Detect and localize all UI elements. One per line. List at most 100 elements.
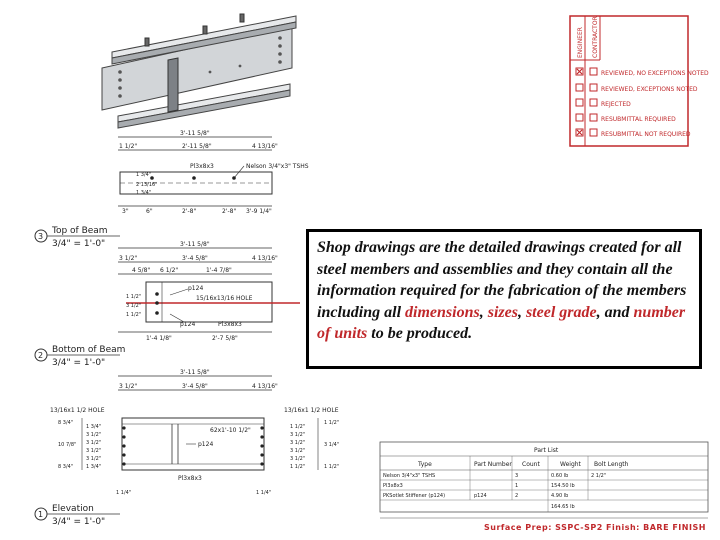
dimension-label: 4 13/16" (252, 255, 278, 262)
dimension-label: 1 1/2" (324, 420, 339, 426)
dimension-label: 1 1/2" (290, 464, 305, 470)
table-cell: 2 1/2" (591, 473, 606, 479)
dimension-label: 3 1/2" (86, 432, 101, 438)
hole-note: 13/16x1 1/2 HOLE (284, 407, 339, 414)
isometric-beam-view (101, 13, 297, 129)
dimension-label: 1 1/4" (116, 490, 131, 496)
shop-drawing-explanation: Shop drawings are the detailed drawings … (306, 229, 702, 369)
callout-highlight-number-of-units: number of units (317, 303, 686, 343)
weld-note: 62x1'-10 1/2" (210, 427, 251, 434)
stamp-checkbox (575, 113, 584, 122)
dimension-label: 3'-11 5/8" (180, 241, 210, 248)
dimension-label: 3 1/2" (126, 303, 141, 309)
part-mark: p124 (198, 441, 213, 448)
part-mark: p124 (180, 321, 195, 328)
dimension-label: 1 3/4" (86, 464, 101, 470)
checkbox-x-icon (576, 129, 583, 136)
table-header: Bolt Length (594, 461, 629, 468)
dimension-label: 3 1/2" (86, 440, 101, 446)
dimension-label: 4 13/16" (252, 383, 278, 390)
dimension-label: 1 1/2" (126, 294, 141, 300)
review-stamp: ENGINEER CONTRACTOR REVIEWED, NO EXCEPTI… (569, 15, 709, 147)
stamp-items: REVIEWED, NO EXCEPTIONS NOTED REVIEWED, … (575, 67, 709, 138)
elevation-view: 3'-11 5/8" 3 1/2" 3'-4 5/8" 4 13/16" 13/… (50, 369, 339, 496)
dimension-label: 3 1/2" (86, 456, 101, 462)
table-total-row: 164.65 lb (551, 504, 575, 510)
dimension-label: 3 1/2" (119, 383, 137, 390)
stud-note: Nelson 3/4"x3" TSHS (246, 163, 309, 170)
view-title-bottom-of-beam: 2 Bottom of Beam 3/4" = 1'-0" (34, 345, 125, 368)
callout-text: Shop drawings are the detailed drawings … (317, 239, 687, 321)
table-cell: 3 (515, 473, 518, 479)
callout-highlight-sizes: sizes (487, 303, 518, 321)
dimension-label: 3" (122, 208, 129, 215)
part-mark: p124 (188, 285, 203, 292)
view-scale: 3/4" = 1'-0" (52, 358, 105, 368)
dimension-label: 3 1/2" (86, 448, 101, 454)
dimension-label: 1 3/4" (136, 190, 151, 196)
dimension-label: 2'-8" (182, 208, 196, 215)
callout-separator: , and (596, 303, 634, 321)
dimension-label: 1 3/4" (136, 172, 151, 178)
table-row: PKSotlet Stiffener (p124) p124 2 4.90 lb (383, 493, 568, 499)
stamp-item-label: REVIEWED, EXCEPTIONS NOTED (601, 86, 698, 93)
dimension-label: 8 3/4" (58, 464, 73, 470)
beam-elevation-outline (121, 417, 265, 471)
stamp-item-label: REVIEWED, NO EXCEPTIONS NOTED (601, 70, 709, 77)
stamp-checkbox (575, 83, 584, 92)
dimension-label: 1 1/2" (324, 464, 339, 470)
dimension-label: 2'-11 5/8" (182, 143, 212, 150)
part-mark: Pl3x8x3 (218, 321, 242, 328)
dimension-label: 1'-4 7/8" (206, 267, 232, 274)
dimension-label: 2'-8" (222, 208, 236, 215)
view-title: Bottom of Beam (52, 345, 125, 355)
view-number: 1 (38, 510, 43, 519)
table-header: Count (522, 461, 540, 468)
callout-highlight-steel-grade: steel grade (525, 303, 597, 321)
view-title-top-of-beam: 3 Top of Beam 3/4" = 1'-0" (34, 226, 120, 249)
view-number: 3 (38, 232, 43, 241)
beam-bottom-outline (145, 281, 273, 323)
stamp-engineer-label: ENGINEER (577, 27, 584, 58)
table-cell: Pl3x8x3 (383, 483, 403, 489)
hole-note: 15/16x13/16 HOLE (196, 295, 253, 302)
part-list-table: Part List Type Part Number Count Weight … (379, 441, 709, 513)
dimension-label: 6" (146, 208, 153, 215)
dimension-label: 2'-7 5/8" (212, 335, 238, 342)
checkbox-x-icon (576, 68, 583, 75)
part-mark: Pl3x8x3 (178, 475, 202, 482)
hole-note: 13/16x1 1/2 HOLE (50, 407, 105, 414)
table-cell: Nelson 3/4"x3" TSHS (383, 473, 435, 479)
stamp-item-label: REJECTED (601, 101, 631, 108)
dimension-label: 3 1/2" (119, 255, 137, 262)
table-cell: 0.60 lb (551, 473, 568, 479)
dimension-label: 6 1/2" (160, 267, 178, 274)
stamp-checkbox (575, 98, 584, 107)
dimension-label: 3 1/4" (324, 442, 339, 448)
callout-separator: , (517, 303, 526, 321)
table-cell: 2 (515, 493, 518, 499)
table-cell: 154.50 lb (551, 483, 575, 489)
dimension-label: 1 1/2" (126, 312, 141, 318)
dimension-label: 3 1/2" (290, 432, 305, 438)
dimension-label: 1 3/4" (86, 424, 101, 430)
table-cell: 164.65 lb (551, 504, 575, 510)
dimension-label: 4 13/16" (252, 143, 278, 150)
table-header: Part Number (474, 461, 512, 468)
callout-highlight-dimensions: dimensions (405, 303, 480, 321)
stamp-contractor-label: CONTRACTOR (592, 16, 599, 58)
table-cell: 1 (515, 483, 518, 489)
table-row: Nelson 3/4"x3" TSHS 3 0.60 lb 2 1/2" (383, 473, 606, 479)
dimension-label: 3 1/2" (290, 456, 305, 462)
stiffener-plate (167, 57, 179, 113)
table-row: Pl3x8x3 1 154.50 lb (383, 483, 575, 489)
dimension-label: 3'-11 5/8" (180, 369, 210, 376)
table-cell: p124 (474, 493, 487, 499)
part-mark: Pl3x8x3 (190, 163, 214, 170)
dimension-label: 3 1/2" (290, 440, 305, 446)
dimension-label: 1 1/4" (256, 490, 271, 496)
view-title-elevation: 1 Elevation 3/4" = 1'-0" (34, 504, 120, 527)
bottom-of-beam-view: 3'-11 5/8" 3 1/2" 3'-4 5/8" 4 13/16" 4 5… (118, 241, 300, 342)
table-cell: PKSotlet Stiffener (p124) (383, 493, 445, 499)
shear-stud-icon (144, 37, 150, 47)
